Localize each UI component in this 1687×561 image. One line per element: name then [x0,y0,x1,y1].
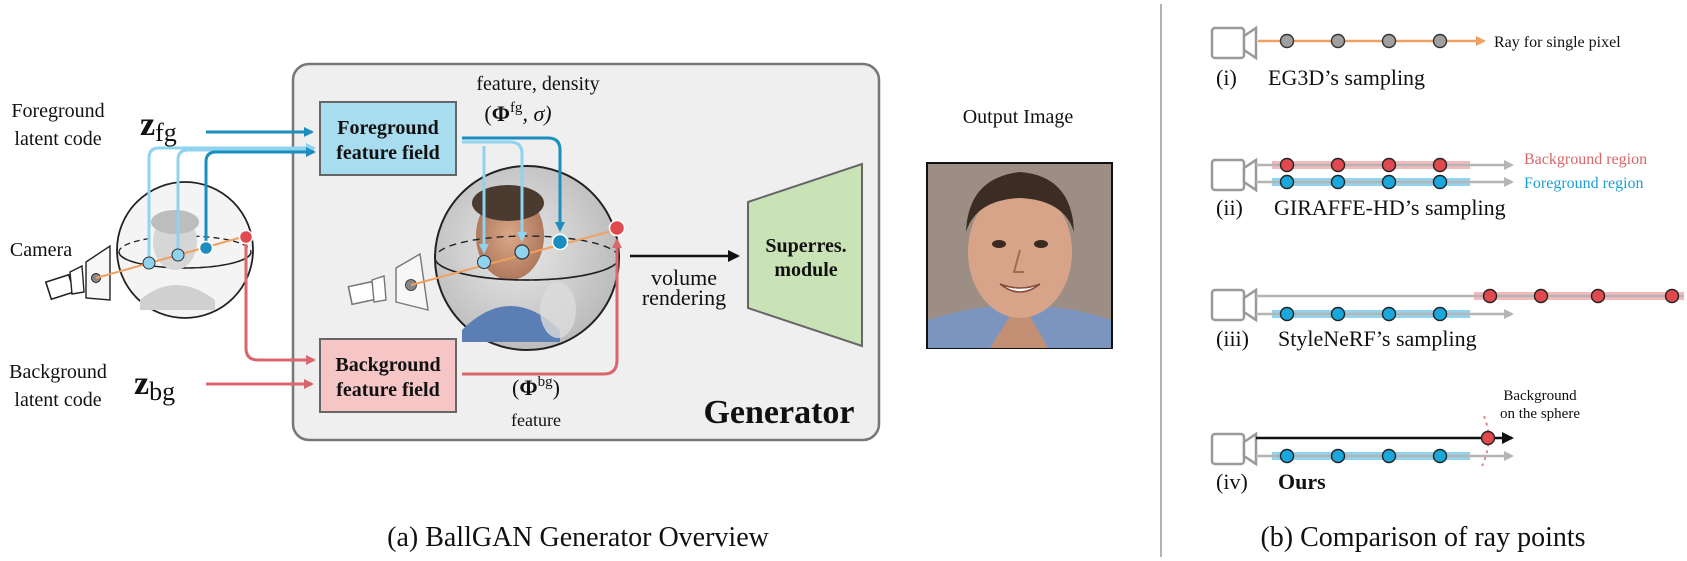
camera-icon-row-i [1210,25,1258,61]
panel-b: Ray for single pixel (i) EG3D’s sampling… [1210,25,1684,553]
row-ii-bg-point [1279,157,1295,173]
csphere-dot-bg [608,219,626,237]
row-iv-fg-point [1381,448,1397,464]
fg-field-line1: Foreground [337,117,439,139]
superres-module-shape [747,162,863,348]
superres-line2: module [774,259,837,281]
z-bg-symbol: zbg [134,365,175,406]
bg-field-line2: feature field [336,379,440,401]
row-iii-fg-point [1330,306,1346,322]
row-iv-fg-point [1279,448,1295,464]
row-iv-label: Ours [1278,469,1326,494]
row-ii-bg-point [1381,157,1397,173]
csphere-dot-1 [477,255,491,269]
row-ii-bg-point [1330,157,1346,173]
left-camera-icon [44,244,111,301]
phi-fg-label: (Φfg, σ) [484,100,551,126]
fg-field-line2: feature field [336,142,440,164]
row-ii-fg-point [1279,174,1295,190]
row-iv-roman: (iv) [1216,469,1248,494]
row-iv-bg-point [1480,430,1496,446]
row-ii-fg-point [1381,174,1397,190]
left-sphere [116,181,254,319]
caption-b: (b) Comparison of ray points [1260,522,1585,553]
panel-a: Generator Foreground latent code Camera … [9,62,1113,553]
row-iv-annotation-line1: Background [1503,388,1577,404]
z-fg-symbol: zfg [140,106,177,147]
lsphere-to-fg-arrow-2 [176,148,314,254]
camera-icon-row-ii [1210,157,1258,193]
fg-latent-label-line1: Foreground [11,100,104,122]
row-ii-bg-point [1432,157,1448,173]
row-iv-annotation-line2: on the sphere [1500,406,1580,422]
row-ii: Background region Foreground region (ii)… [1210,151,1647,220]
row-iv-fg-point [1432,448,1448,464]
lsphere-to-bg-arrow [244,238,316,365]
row-i-point [1432,33,1448,49]
row-iii-roman: (iii) [1216,326,1249,351]
center-ray [410,228,620,286]
fg-feature-field-box [319,101,457,176]
row-ii-fg-point [1330,174,1346,190]
camera-icon-row-iii [1210,287,1258,323]
row-ii-label: GIRAFFE-HD’s sampling [1274,195,1506,220]
bg-feature-field-box [319,338,457,413]
lsphere-to-fg-arrow-1 [147,143,316,262]
row-iii-fg-point [1279,306,1295,322]
output-image-label: Output Image [963,106,1074,128]
row-iv-fg-point [1330,448,1346,464]
bg-field-line1: Background [335,354,440,376]
volume-label-line2: rendering [642,285,726,310]
lsphere-dot-3 [198,240,214,256]
lsphere-dot-2 [171,248,185,262]
fg-to-sphere-arrow-2 [462,140,527,242]
bg-latent-label-line2: latent code [14,389,101,411]
row-iii-fg-point [1432,306,1448,322]
row-i: Ray for single pixel (i) EG3D’s sampling [1210,25,1621,90]
bg-to-sphere-arrow [462,238,622,376]
fg-latent-label-line2: latent code [14,128,101,150]
csphere-dot-2 [514,244,530,260]
left-ray [95,235,247,279]
row-i-annotation: Ray for single pixel [1494,34,1621,51]
row-iv: Background on the sphere (iv) Ours [1210,388,1580,494]
row-ii-roman: (ii) [1216,195,1243,220]
row-i-label: EG3D’s sampling [1268,65,1425,90]
output-face-image [926,162,1113,349]
row-i-point [1330,33,1346,49]
row-ii-annotation-bg: Background region [1524,151,1647,168]
bg-latent-label-line1: Background [9,361,107,383]
lsphere-to-fg-arrow-3 [204,147,316,248]
row-iii-bg-point [1533,288,1549,304]
row-iii-bg-point [1590,288,1606,304]
volume-label-line1: volume [651,265,717,290]
row-i-point [1381,33,1397,49]
row-ii-fg-point [1432,174,1448,190]
row-iii-bg-point [1482,288,1498,304]
lsphere-dot-1 [142,256,156,270]
row-ii-annotation-fg: Foreground region [1524,175,1644,192]
feature-density-label: feature, density [476,73,599,95]
fg-to-sphere-arrow-3 [462,136,565,232]
row-i-point [1279,33,1295,49]
csphere-dot-3 [551,233,569,251]
camera-label: Camera [10,239,72,261]
lsphere-dot-bg [238,229,254,245]
generator-label: Generator [703,394,854,431]
row-iii-fg-point [1381,306,1397,322]
row-iii-label: StyleNeRF’s sampling [1278,326,1477,351]
superres-line1: Superres. [765,235,846,257]
center-camera-icon [347,252,429,311]
center-sphere [434,165,620,351]
row-iii: (iii) StyleNeRF’s sampling [1210,287,1684,351]
phi-bg-label: (Φbg) [512,374,560,400]
feature-label: feature [511,410,561,430]
row-iii-bg-point [1664,288,1680,304]
row-i-roman: (i) [1216,65,1237,90]
caption-a: (a) BallGAN Generator Overview [387,522,770,553]
camera-icon-row-iv [1210,431,1258,467]
